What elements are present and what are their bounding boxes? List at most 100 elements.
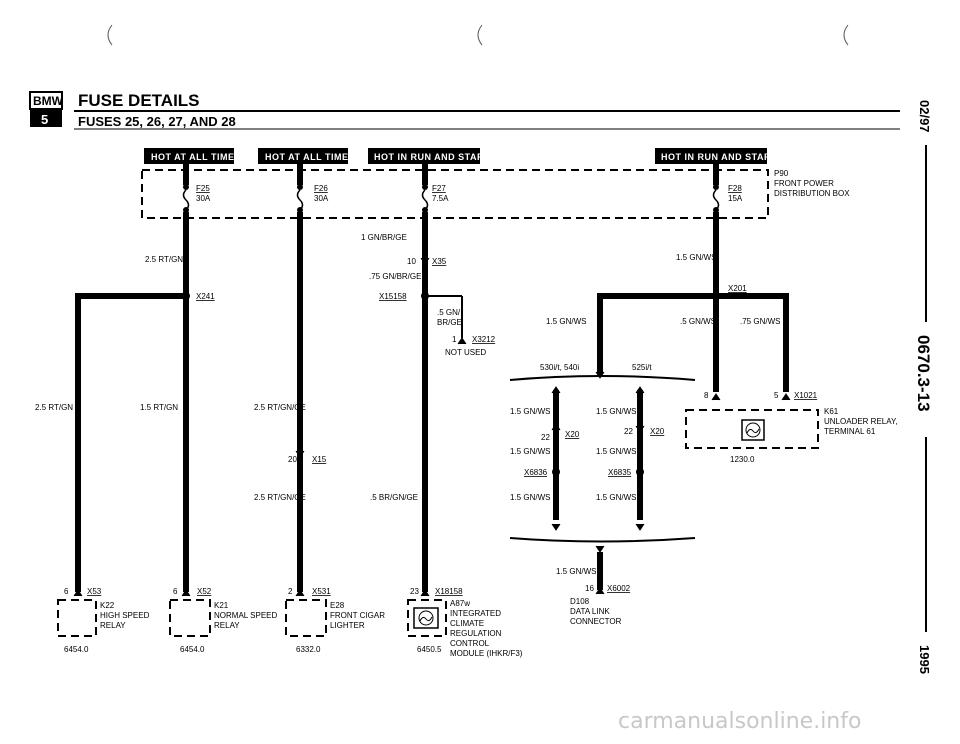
wire-label: .5 BR/GN/GE bbox=[370, 493, 418, 502]
wire-label: 1.5 GN/WS bbox=[676, 253, 716, 262]
a87w-id: A87w bbox=[450, 599, 470, 608]
badge-1-text: HOT AT ALL TIMES bbox=[151, 152, 241, 162]
k61-line2: TERMINAL 61 bbox=[824, 427, 876, 436]
e28-line1: FRONT CIGAR bbox=[330, 611, 385, 620]
wire-label: 1.5 GN/WS bbox=[510, 447, 550, 456]
k22-high-speed-relay: 6 X53 K22 HIGH SPEED RELAY 6454.0 bbox=[57, 587, 150, 654]
wire-label: BR/GE bbox=[437, 318, 462, 327]
not-used-label: NOT USED bbox=[445, 348, 486, 357]
x15-pin: 20 bbox=[288, 455, 297, 464]
f25-circuit: X241 2.5 RT/GN 2.5 RT/GN 1.5 RT/GN bbox=[35, 212, 215, 592]
binding-mark bbox=[107, 24, 113, 46]
wire-label: 1.5 GN/WS bbox=[596, 447, 636, 456]
f28-amp: 15A bbox=[728, 194, 743, 203]
fuse-f28: F28 15A bbox=[712, 164, 743, 213]
k22-id: K22 bbox=[100, 601, 115, 610]
a87w-ref: 6450.5 bbox=[417, 645, 442, 654]
f27-circuit: 10 X35 1 GN/BR/GE .75 GN/BR/GE X15158 .5… bbox=[361, 212, 496, 592]
x201-label: X201 bbox=[728, 284, 747, 293]
x241-label: X241 bbox=[196, 292, 215, 301]
fuse-f25: F25 30A bbox=[182, 164, 211, 213]
a87w-line3: REGULATION bbox=[450, 629, 502, 638]
wire-label: 1.5 GN/WS bbox=[510, 493, 550, 502]
wire-label: .75 GN/BR/GE bbox=[369, 272, 421, 281]
wire-label: 1.5 GN/WS bbox=[546, 317, 586, 326]
k61-line1: UNLOADER RELAY, bbox=[824, 417, 898, 426]
badge-4: HOT IN RUN AND START bbox=[655, 148, 777, 164]
x6002-pin: 16 bbox=[585, 584, 594, 593]
e28-line2: LIGHTER bbox=[330, 621, 365, 630]
wire-label: 2.5 RT/GN bbox=[145, 255, 183, 264]
k21-line2: RELAY bbox=[214, 621, 240, 630]
binding-mark bbox=[843, 24, 849, 46]
a87w-line2: CLIMATE bbox=[450, 619, 484, 628]
wire-label: 1 GN/BR/GE bbox=[361, 233, 407, 242]
k61-ref: 1230.0 bbox=[730, 455, 755, 464]
x15-label: X15 bbox=[312, 455, 327, 464]
x15158-label: X15158 bbox=[379, 292, 407, 301]
a87w-line1: INTEGRATED bbox=[450, 609, 501, 618]
x18158-pin: 23 bbox=[410, 587, 419, 596]
f25-amp: 30A bbox=[196, 194, 211, 203]
f26-circuit: 20 X15 2.5 RT/GN/GE 2.5 RT/GN/GE bbox=[254, 212, 327, 592]
d108-line2: CONNECTOR bbox=[570, 617, 622, 626]
relay-icon bbox=[745, 422, 761, 438]
p90-name1: FRONT POWER bbox=[774, 179, 834, 188]
wire-label: 1.5 GN/WS bbox=[556, 567, 596, 576]
k22-ref: 6454.0 bbox=[64, 645, 89, 654]
k21-line1: NORMAL SPEED bbox=[214, 611, 277, 620]
x20a-label: X20 bbox=[565, 430, 580, 439]
k21-id: K21 bbox=[214, 601, 229, 610]
module-icon bbox=[413, 607, 439, 629]
x531-pin: 2 bbox=[288, 587, 293, 596]
x53-label: X53 bbox=[87, 587, 102, 596]
badge-1: HOT AT ALL TIMES bbox=[144, 148, 241, 164]
e28-front-cigar-lighter: 2 X531 E28 FRONT CIGAR LIGHTER 6332.0 bbox=[285, 587, 385, 654]
x3212-pin: 1 bbox=[452, 335, 457, 344]
f27-amp: 7.5A bbox=[432, 194, 449, 203]
x3212-label: X3212 bbox=[472, 335, 496, 344]
fuse-f27: F27 7.5A bbox=[421, 164, 449, 213]
f27-id: F27 bbox=[432, 184, 446, 193]
wire-label: 2.5 RT/GN/GE bbox=[254, 493, 306, 502]
f26-id: F26 bbox=[314, 184, 328, 193]
x531-label: X531 bbox=[312, 587, 331, 596]
fuse-f26: F26 30A bbox=[296, 164, 329, 213]
x6835-label: X6835 bbox=[608, 468, 632, 477]
x241-splice bbox=[182, 292, 190, 300]
x1021-label: X1021 bbox=[794, 391, 818, 400]
f26-amp: 30A bbox=[314, 194, 329, 203]
badge-2: HOT AT ALL TIMES bbox=[258, 148, 355, 164]
k61-unloader-relay: 8 5 X1021 K61 UNLOADER RELAY, TERMINAL 6… bbox=[685, 391, 898, 464]
d108-line1: DATA LINK bbox=[570, 607, 610, 616]
a87w-climate-control-module: 23 X18158 A87w INTEGRATED CLIMATE REGULA… bbox=[407, 587, 523, 658]
d108-data-link-connector: 16 X6002 D108 DATA LINK CONNECTOR bbox=[570, 584, 631, 626]
x52-label: X52 bbox=[197, 587, 212, 596]
x1021-pin-b: 5 bbox=[774, 391, 779, 400]
wire-label: 1.5 RT/GN bbox=[140, 403, 178, 412]
x35-pin: 10 bbox=[407, 257, 416, 266]
e28-id: E28 bbox=[330, 601, 345, 610]
page-title: FUSE DETAILS bbox=[78, 91, 200, 110]
badge-3: HOT IN RUN AND START bbox=[368, 148, 490, 164]
wire-label: .5 GN/WS bbox=[680, 317, 716, 326]
x6002-label: X6002 bbox=[607, 584, 631, 593]
k21-ref: 6454.0 bbox=[180, 645, 205, 654]
p90-id: P90 bbox=[774, 169, 789, 178]
module-icon bbox=[419, 616, 433, 622]
x52-pin: 6 bbox=[173, 587, 178, 596]
f28-id: F28 bbox=[728, 184, 742, 193]
variant-right-label: 525i/t bbox=[632, 363, 652, 372]
side-date: 02/97 bbox=[917, 100, 932, 133]
x35-label: X35 bbox=[432, 257, 447, 266]
a87w-line5: MODULE (IHKR/F3) bbox=[450, 649, 523, 658]
wire-label: 2.5 RT/GN bbox=[35, 403, 73, 412]
wire-label: 1.5 GN/WS bbox=[596, 407, 636, 416]
side-column: 02/97 0670.3-13 1995 bbox=[914, 100, 933, 674]
side-page: 0670.3-13 bbox=[914, 335, 933, 412]
bmw-logo: BMW 5 bbox=[29, 91, 64, 127]
binding-mark bbox=[477, 24, 483, 46]
k22-line1: HIGH SPEED bbox=[100, 611, 150, 620]
wire-label: 1.5 GN/WS bbox=[510, 407, 550, 416]
